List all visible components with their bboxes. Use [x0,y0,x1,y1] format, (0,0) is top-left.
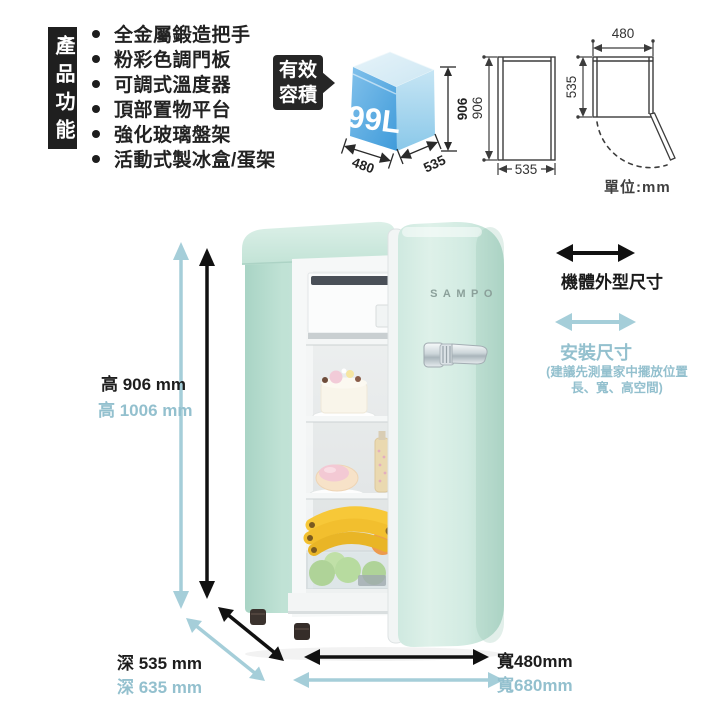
top-view-width-label: 480 [612,26,635,41]
width-install-label: 寬680mm [497,676,573,695]
side-view-width-label: 535 [515,162,538,177]
feature-item: 全金屬鍛造把手 [92,21,276,46]
bullet-icon [92,129,100,138]
volume-badge-arrow-icon [322,72,335,94]
depth-outer-label: 深 535 mm [117,654,203,673]
feature-label: 可調式溫度器 [114,75,232,96]
feature-item: 活動式製冰盒/蛋架 [92,146,276,171]
side-view-height-label: 906 [470,97,485,120]
legend-install-label: 安裝尺寸 [560,343,632,363]
feature-item: 強化玻璃盤架 [92,121,276,146]
unit-label: 單位:mm [604,179,671,196]
feature-item: 可調式溫度器 [92,71,276,96]
bullet-icon [92,29,100,38]
feature-label: 頂部置物平台 [114,100,232,121]
height-outer-label: 高 906 mm [101,375,187,394]
dimension-drawings: 906 535 480 535 [470,26,676,177]
door-handle [423,342,488,368]
width-outer-label: 寬480mm [497,652,573,671]
bullet-icon [92,154,100,163]
brand-logo: SAMPO [430,288,498,300]
feature-label: 粉彩色調門板 [114,50,232,71]
height-arrow-install [173,242,189,609]
height-arrow-outer [199,248,215,599]
width-arrow-install [293,672,504,688]
volume-badge-line1: 有效 [278,60,317,81]
legend-note-line2: 長、寬、高空間) [571,381,663,395]
box-height-label: 906 [455,97,470,120]
bullet-icon [92,79,100,88]
door-swing-arc [596,121,668,169]
bullet-icon [92,54,100,63]
feature-label: 活動式製冰盒/蛋架 [114,150,276,171]
side-view-drawing [497,56,556,161]
top-view-drawing [592,56,654,118]
features-banner: 產品功能 [48,27,77,149]
feature-label: 強化玻璃盤架 [114,125,232,146]
feature-label: 全金屬鍛造把手 [114,25,251,46]
side-view-height-dim [483,56,497,161]
volume-badge-line2: 容積 [278,85,317,106]
bullet-icon [92,104,100,113]
features-list: 全金屬鍛造把手 粉彩色調門板 可調式溫度器 頂部置物平台 強化玻璃盤架 活動式製… [92,21,276,171]
feature-item: 粉彩色調門板 [92,46,276,71]
legend-arrow-install [555,313,636,331]
height-install-label: 高 1006 mm [98,401,193,420]
legend-note-line1: (建議先測量家中擺放位置 [546,365,688,379]
fridge-illustration: SAMPO [241,221,504,661]
legend-outer-label: 機體外型尺寸 [561,273,663,292]
top-view-door [649,112,676,161]
volume-value: 99L [345,99,402,140]
legend-arrow-outer [556,244,635,262]
box-width-label: 480 [350,155,376,177]
top-view-depth-label: 535 [564,76,579,99]
box-depth-label: 535 [421,152,448,175]
depth-install-label: 深 635 mm [117,678,203,697]
feature-item: 頂部置物平台 [92,96,276,121]
volume-box-illustration: 99L 906 480 535 [340,51,470,177]
volume-badge: 有效 容積 [273,55,323,110]
